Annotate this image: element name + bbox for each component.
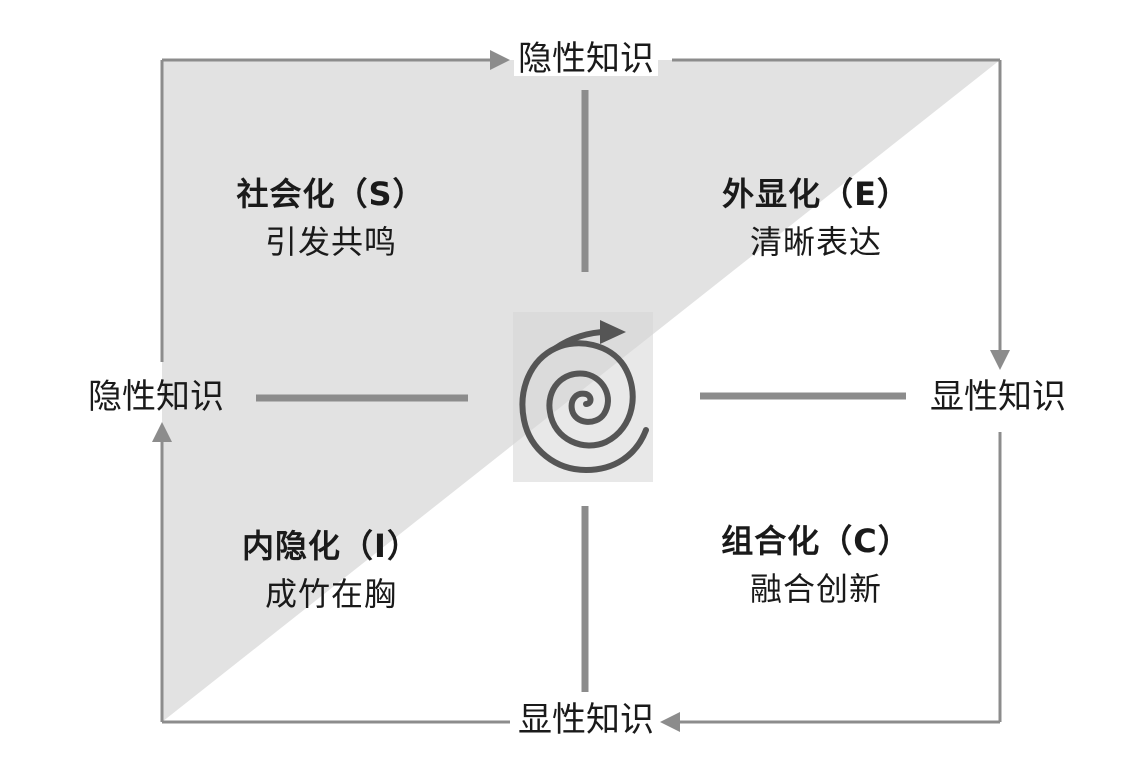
quadrant-subtitle: 引发共鸣 [264,223,397,261]
quadrant-subtitle: 清晰表达 [749,223,882,261]
quadrant-socialization: 社会化（S） 引发共鸣 [211,178,451,258]
arrow-up-icon [152,422,172,442]
quadrant-combination: 组合化（C） 融合创新 [696,525,936,605]
arrow-right-icon [490,50,510,70]
quadrant-subtitle: 融合创新 [749,570,882,608]
arrow-left-icon [660,712,680,732]
edge-label-bottom-explicit: 显性知识 [514,703,658,737]
quadrant-title: 外显化（E） [722,175,910,213]
arrow-down-icon [990,350,1010,370]
edge-label-left-tacit: 隐性知识 [88,377,224,417]
quadrant-title: 内隐化（I） [242,527,420,565]
quadrant-title: 组合化（C） [721,522,911,560]
spiral-arrow-icon [513,312,653,482]
quadrant-externalization: 外显化（E） 清晰表达 [696,178,936,258]
edge-label-right-explicit: 显性知识 [930,377,1066,417]
quadrant-title: 社会化（S） [236,175,426,213]
edge-label-top-tacit: 隐性知识 [514,42,658,76]
quadrant-internalization: 内隐化（I） 成竹在胸 [211,530,451,610]
quadrant-subtitle: 成竹在胸 [264,575,397,613]
